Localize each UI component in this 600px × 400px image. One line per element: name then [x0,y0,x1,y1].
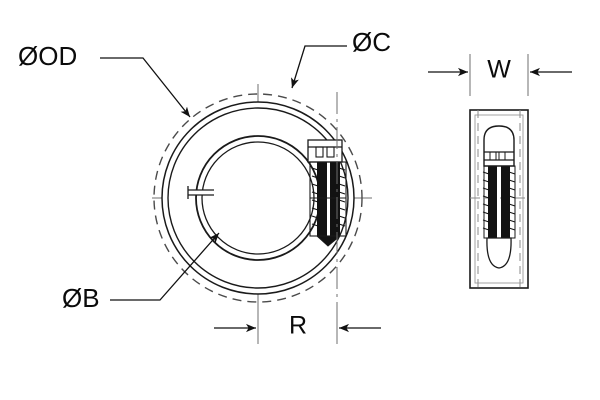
side-socket-left [489,151,497,161]
screw-socket-right [326,146,335,158]
label-c: ØC [352,27,391,57]
side-collar-inner-outline [474,114,524,284]
leader-b: ØB [62,232,220,313]
bore-circle [195,135,321,261]
screw-shank-right [330,162,340,236]
label-od: ØOD [18,41,77,71]
side-view [469,109,529,289]
b-leader-line [110,232,220,301]
collar-outer-inner-circle [167,107,349,289]
side-screw-shank-left [488,166,497,238]
od-leader-line [100,57,191,118]
side-screw-head [483,125,515,167]
side-socket-right [498,151,506,161]
screw-tip [315,235,342,247]
screw-threads-front [311,167,346,227]
c-leader-line [291,45,347,89]
split-gap [187,186,214,199]
dimension-r-label: R [289,312,307,340]
screw-socket-left [315,146,324,158]
side-screw-point [486,237,512,269]
screw-assembly-front [307,139,347,247]
label-b: ØB [62,283,100,313]
leader-c: ØC [291,27,391,89]
dimension-w: W [428,54,572,96]
front-view [152,84,372,336]
leader-od: ØOD [18,41,191,118]
side-screw-shank-right [501,166,510,238]
screw-shank-left [317,162,327,236]
dimension-w-label: W [487,56,511,84]
dimension-r: R [214,302,381,344]
outer-diameter-dashed-circle [153,93,363,303]
